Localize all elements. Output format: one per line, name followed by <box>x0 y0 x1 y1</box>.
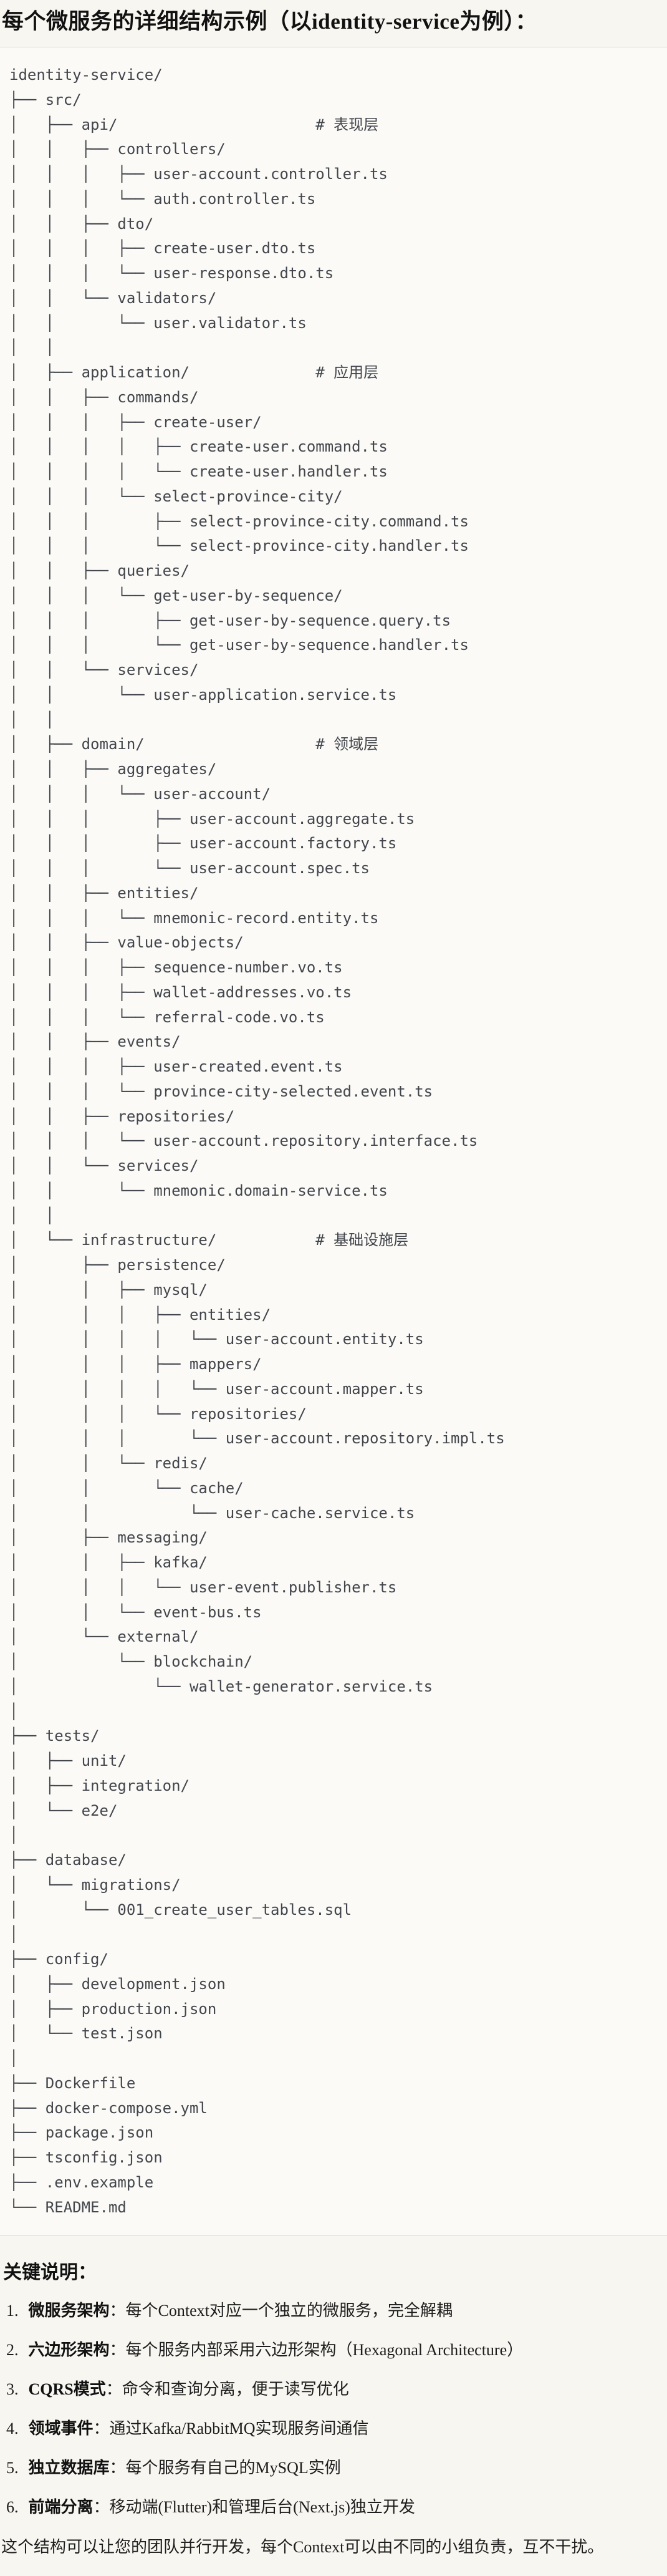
list-item-desc: ：每个Context对应一个独立的微服务，完全解耦 <box>109 2302 453 2320</box>
list-item-term: 微服务架构 <box>28 2302 110 2320</box>
list-item-term: 独立数据库 <box>28 2459 110 2477</box>
list-item-number: 6. <box>6 2498 19 2517</box>
list-item-number: 3. <box>6 2380 19 2399</box>
notes-heading: 关键说明： <box>3 2262 97 2283</box>
list-item-term: 六边形架构 <box>28 2341 110 2360</box>
list-item: 6. 前端分离：移动端(Flutter)和管理后台(Next.js)独立开发 <box>6 2497 667 2517</box>
list-item: 2. 六边形架构：每个服务内部采用六边形架构（Hexagonal Architec… <box>6 2340 667 2360</box>
list-item: 1. 微服务架构：每个Context对应一个独立的微服务，完全解耦 <box>6 2301 667 2321</box>
list-item-desc: ：通过Kafka/RabbitMQ实现服务间通信 <box>93 2419 369 2438</box>
page-title: 每个微服务的详细结构示例（以identity-service为例）： <box>2 9 537 34</box>
list-item-desc: ：命令和查询分离，便于读写优化 <box>105 2380 349 2399</box>
list-item: 5. 独立数据库：每个服务有自己的MySQL实例 <box>6 2458 667 2478</box>
list-item-desc: ：每个服务有自己的MySQL实例 <box>109 2459 341 2477</box>
list-item-term: 前端分离 <box>28 2498 94 2517</box>
list-item-number: 4. <box>6 2419 19 2438</box>
list-item-term: CQRS模式 <box>28 2380 106 2399</box>
directory-tree-code-block: identity-service/ ├── src/ │ ├── api/ # … <box>0 47 667 2237</box>
list-item-desc: ：每个服务内部采用六边形架构（Hexagonal Architecture） <box>109 2341 524 2360</box>
list-item-number: 2. <box>6 2341 19 2360</box>
list-item-desc: ：移动端(Flutter)和管理后台(Next.js)独立开发 <box>93 2498 415 2517</box>
notes-list: 1. 微服务架构：每个Context对应一个独立的微服务，完全解耦 2. 六边形架构… <box>0 2301 667 2517</box>
list-item: 4. 领域事件：通过Kafka/RabbitMQ实现服务间通信 <box>6 2419 667 2439</box>
list-item: 3. CQRS模式：命令和查询分离，便于读写优化 <box>6 2380 667 2399</box>
closing-paragraph: 这个结构可以让您的团队并行开发，每个Context可以由不同的小组负责，互不干扰… <box>1 2538 604 2557</box>
list-item-term: 领域事件 <box>28 2419 94 2438</box>
list-item-number: 1. <box>6 2302 19 2320</box>
list-item-number: 5. <box>6 2459 19 2477</box>
